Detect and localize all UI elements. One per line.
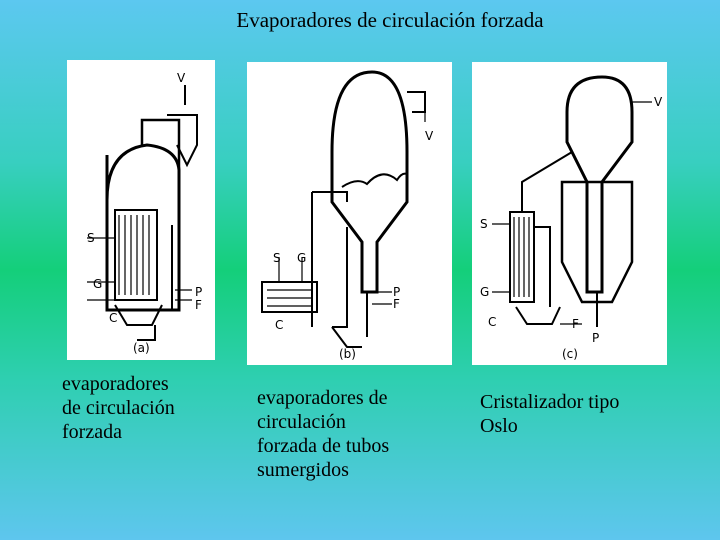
diagram-marker: (a) (133, 341, 150, 355)
stream-label-p: P (195, 285, 202, 299)
oslo-crystallizer-drawing: V S G C F P (c) (480, 75, 663, 361)
stream-label-v: V (177, 71, 186, 85)
stream-label-c: C (275, 318, 283, 332)
stream-label-c: C (109, 311, 117, 325)
stream-label-g: G (93, 277, 102, 291)
stream-label-g: G (480, 285, 489, 299)
stream-label-f: F (393, 297, 400, 311)
caption-line: de circulación (62, 397, 175, 419)
stream-label-p: P (592, 331, 599, 345)
stream-label-v: V (654, 95, 663, 109)
caption-forced-circulation: evaporadores de circulación forzada (62, 372, 175, 444)
stream-label-c: C (488, 315, 496, 329)
caption-line: Cristalizador tipo (480, 391, 620, 413)
caption-line: sumergidos (257, 459, 349, 481)
diagram-panel-a: V S G C P F (a) (67, 60, 215, 360)
caption-oslo-crystallizer: Cristalizador tipo Oslo (480, 390, 619, 438)
caption-line: circulación (257, 411, 346, 433)
caption-line: Oslo (480, 415, 518, 437)
forced-circulation-evaporator-drawing: V S G C P F (a) (87, 71, 202, 355)
stream-label-g: G (297, 251, 306, 265)
caption-line: forzada de tubos (257, 435, 390, 457)
caption-line: evaporadores (62, 373, 169, 395)
submerged-tube-evaporator-drawing: V S G C P F (b) (261, 70, 434, 361)
diagram-panel-b: V S G C P F (b) (247, 62, 452, 365)
stream-label-f: F (195, 298, 202, 312)
diagram-marker: (b) (339, 347, 356, 361)
stream-label-s: S (273, 251, 281, 265)
caption-line: evaporadores de (257, 387, 388, 409)
slide-title: Evaporadores de circulación forzada (236, 8, 544, 32)
diagram-marker: (c) (562, 347, 578, 361)
stream-label-p: P (393, 285, 400, 299)
diagram-panel-c: V S G C F P (c) (472, 62, 667, 365)
caption-submerged-tubes: evaporadores de circulación forzada de t… (257, 386, 389, 482)
stream-label-f: F (572, 317, 579, 331)
caption-line: forzada (62, 421, 122, 443)
stream-label-s: S (480, 217, 488, 231)
stream-label-s: S (87, 231, 95, 245)
stream-label-v: V (425, 129, 434, 143)
